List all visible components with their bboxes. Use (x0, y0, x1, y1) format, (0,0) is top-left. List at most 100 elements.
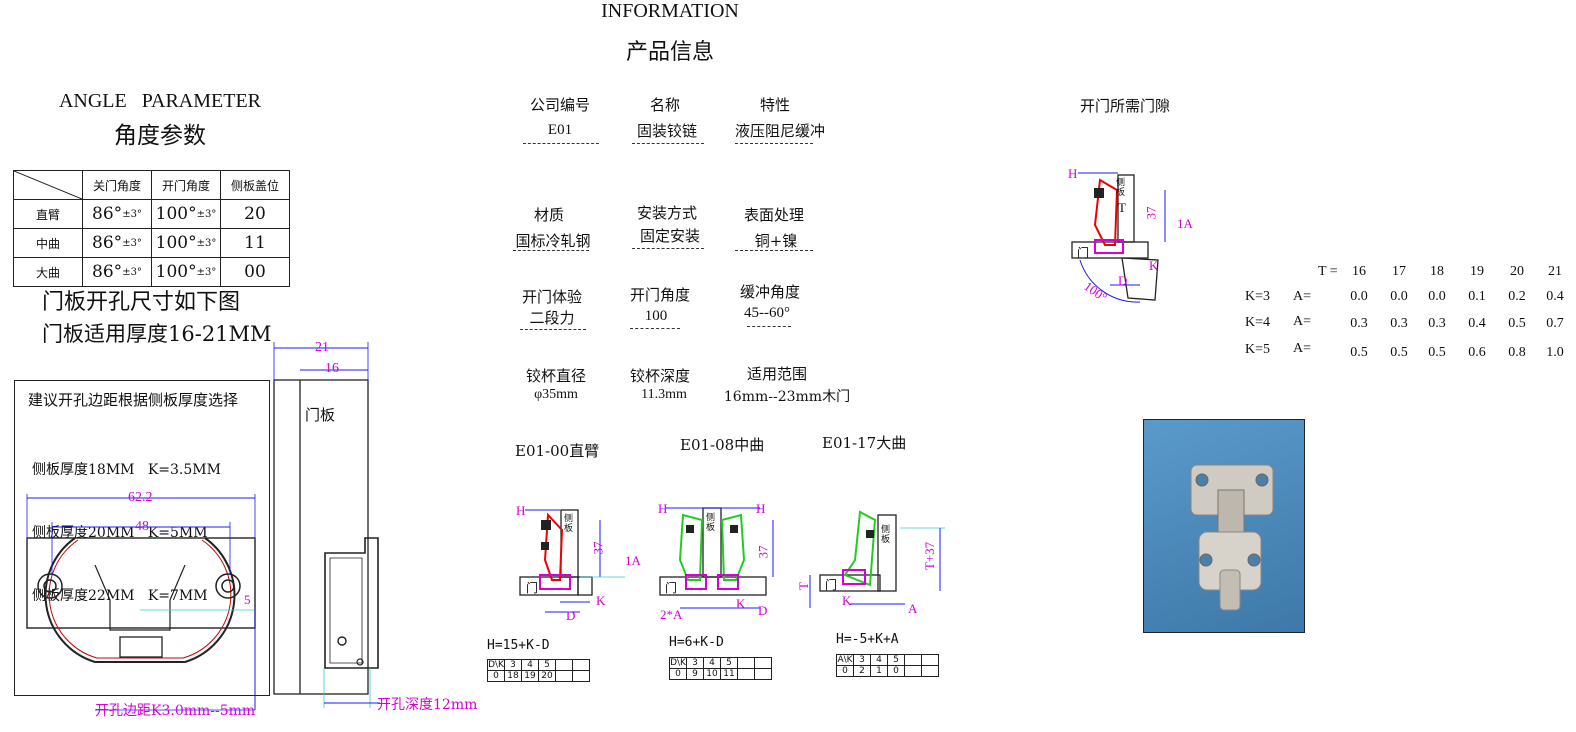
info-value-material: 国标冷轧钢 (515, 232, 591, 250)
dim-48: 48 (135, 519, 149, 534)
drilling-drawing-frame (14, 380, 270, 696)
info-title-en: INFORMATION (601, 0, 739, 22)
label-t37: T+37 (922, 541, 938, 571)
info-title-cn: 产品信息 (625, 40, 714, 65)
door-line2: 门板适用厚度16-21MM (42, 322, 272, 346)
gap-row-k3: K=3 (1245, 289, 1271, 304)
label-door-big: 门 (825, 578, 838, 592)
angle-title-cn: 角度参数 (114, 123, 206, 149)
advice-title: 建议开孔边距根据侧板厚度选择 (28, 391, 239, 409)
angle-table-corner (13, 170, 83, 200)
model-name-big: E01-17大曲 (822, 434, 907, 452)
gap-row-k5: K=5 (1245, 342, 1271, 357)
angle-table: 关门角度 开门角度 侧板盖位 直臂 86°±3° 100°±3° 20 中曲 8… (13, 170, 290, 287)
info-value-buffer-angle: 45--60° (744, 305, 790, 321)
info-value-name: 固装铰链 (636, 122, 697, 140)
table-row: 直臂 86°±3° 100°±3° 20 (13, 199, 290, 229)
info-label-experience: 开门体验 (521, 288, 582, 306)
label-d: D (566, 608, 576, 623)
label-side-panel-mid: 侧板 (706, 513, 716, 533)
info-label-material: 材质 (533, 206, 564, 224)
info-value-cup-diameter: φ35mm (534, 387, 578, 402)
dim-62: 62.2 (128, 490, 153, 505)
info-value-install: 固定安装 (639, 227, 700, 245)
gap-t-16: 16 (1352, 264, 1366, 279)
info-value-feature: 液压阻尼缓冲 (734, 122, 825, 140)
info-value-range: 16mm--23mm木门 (723, 389, 851, 405)
gap-t-17: 17 (1392, 264, 1406, 279)
panel-label: 门板 (305, 406, 336, 424)
hinge-photo-icon (1190, 464, 1274, 611)
formula-mid: H=6+K-D (669, 635, 724, 650)
gap-row-k4: K=4 (1245, 315, 1271, 330)
angle-title-en: ANGLE PARAMETER (58, 90, 262, 112)
gap-label-t: T (1118, 200, 1126, 215)
dim-5: 5 (244, 592, 251, 607)
edge-label: 开孔边距K3.0mm--5mm (95, 703, 256, 719)
door-line1: 门板开孔尺寸如下图 (42, 290, 241, 315)
gap-label-h: H (1068, 166, 1078, 181)
gap-t-18: 18 (1430, 264, 1444, 279)
info-label-feature: 特性 (759, 96, 790, 114)
info-label-code: 公司编号 (529, 96, 590, 114)
label-k-mid: K (736, 596, 746, 611)
table-row: 中曲 86°±3° 100°±3° 11 (13, 228, 290, 258)
info-label-install: 安装方式 (636, 204, 697, 222)
info-value-open-angle: 100 (644, 308, 668, 324)
info-label-open-angle: 开门角度 (629, 286, 690, 304)
product-photo (1143, 419, 1305, 633)
gap-label-d: D (1118, 273, 1128, 288)
label-2a: 2*A (660, 607, 683, 622)
info-label-surface: 表面处理 (743, 206, 804, 224)
model-name-straight: E01-00直臂 (515, 442, 600, 460)
gap-label-1a: 1A (1177, 216, 1193, 231)
label-a-big: A (908, 601, 918, 616)
label-door: 门 (526, 581, 539, 595)
formula-big: H=-5+K+A (836, 632, 899, 647)
gap-t-20: 20 (1510, 264, 1524, 279)
table-row: 大曲 86°±3° 100°±3° 00 (13, 257, 290, 287)
label-k: K (596, 593, 606, 608)
label-d-mid: D (758, 603, 768, 618)
col-close: 关门角度 (82, 170, 152, 200)
info-value-surface: 铜+镍 (754, 232, 798, 250)
gap-title: 开门所需门隙 (1080, 97, 1171, 115)
advice-list: 侧板厚度18MM K=3.5MM 侧板厚度20MM K=5MM 侧板厚度22MM… (32, 462, 221, 604)
label-1a: 1A (625, 553, 641, 568)
gap-label-side-panel: 侧板 (1116, 178, 1126, 198)
dim-21: 21 (315, 340, 329, 355)
depth-label: 开孔深度12mm (377, 697, 478, 713)
gap-label-37: 37 (1143, 206, 1159, 220)
info-value-cup-depth: 11.3mm (641, 387, 687, 402)
dim-16: 16 (325, 361, 339, 376)
info-label-cup-depth: 铰杯深度 (629, 367, 690, 385)
label-k-big: K (842, 593, 852, 608)
info-label-range: 适用范围 (746, 365, 807, 383)
label-37: 37 (590, 541, 606, 555)
gap-t-21: 21 (1548, 264, 1562, 279)
label-side-panel-big: 侧板 (881, 525, 891, 545)
info-label-cup-diameter: 铰杯直径 (525, 367, 586, 385)
info-value-code: E01 (547, 122, 573, 138)
label-37-mid: 37 (755, 545, 771, 559)
info-value-experience: 二段力 (529, 309, 575, 327)
info-label-name: 名称 (649, 96, 680, 114)
info-label-buffer-angle: 缓冲角度 (739, 283, 800, 301)
gap-t-19: 19 (1470, 264, 1484, 279)
label-h-mid-left: H (658, 501, 668, 516)
label-h: H (516, 503, 526, 518)
formula-straight: H=15+K-D (487, 638, 550, 653)
gap-label-door: 门 (1077, 246, 1090, 260)
model-name-mid: E01-08中曲 (680, 436, 765, 454)
label-door-mid: 门 (665, 581, 678, 595)
label-t: T (795, 582, 811, 590)
label-h-mid-right: H (756, 501, 766, 516)
gap-t-label: T = (1318, 264, 1338, 279)
gap-label-k: K (1149, 258, 1159, 273)
label-side-panel: 侧板 (564, 514, 574, 534)
